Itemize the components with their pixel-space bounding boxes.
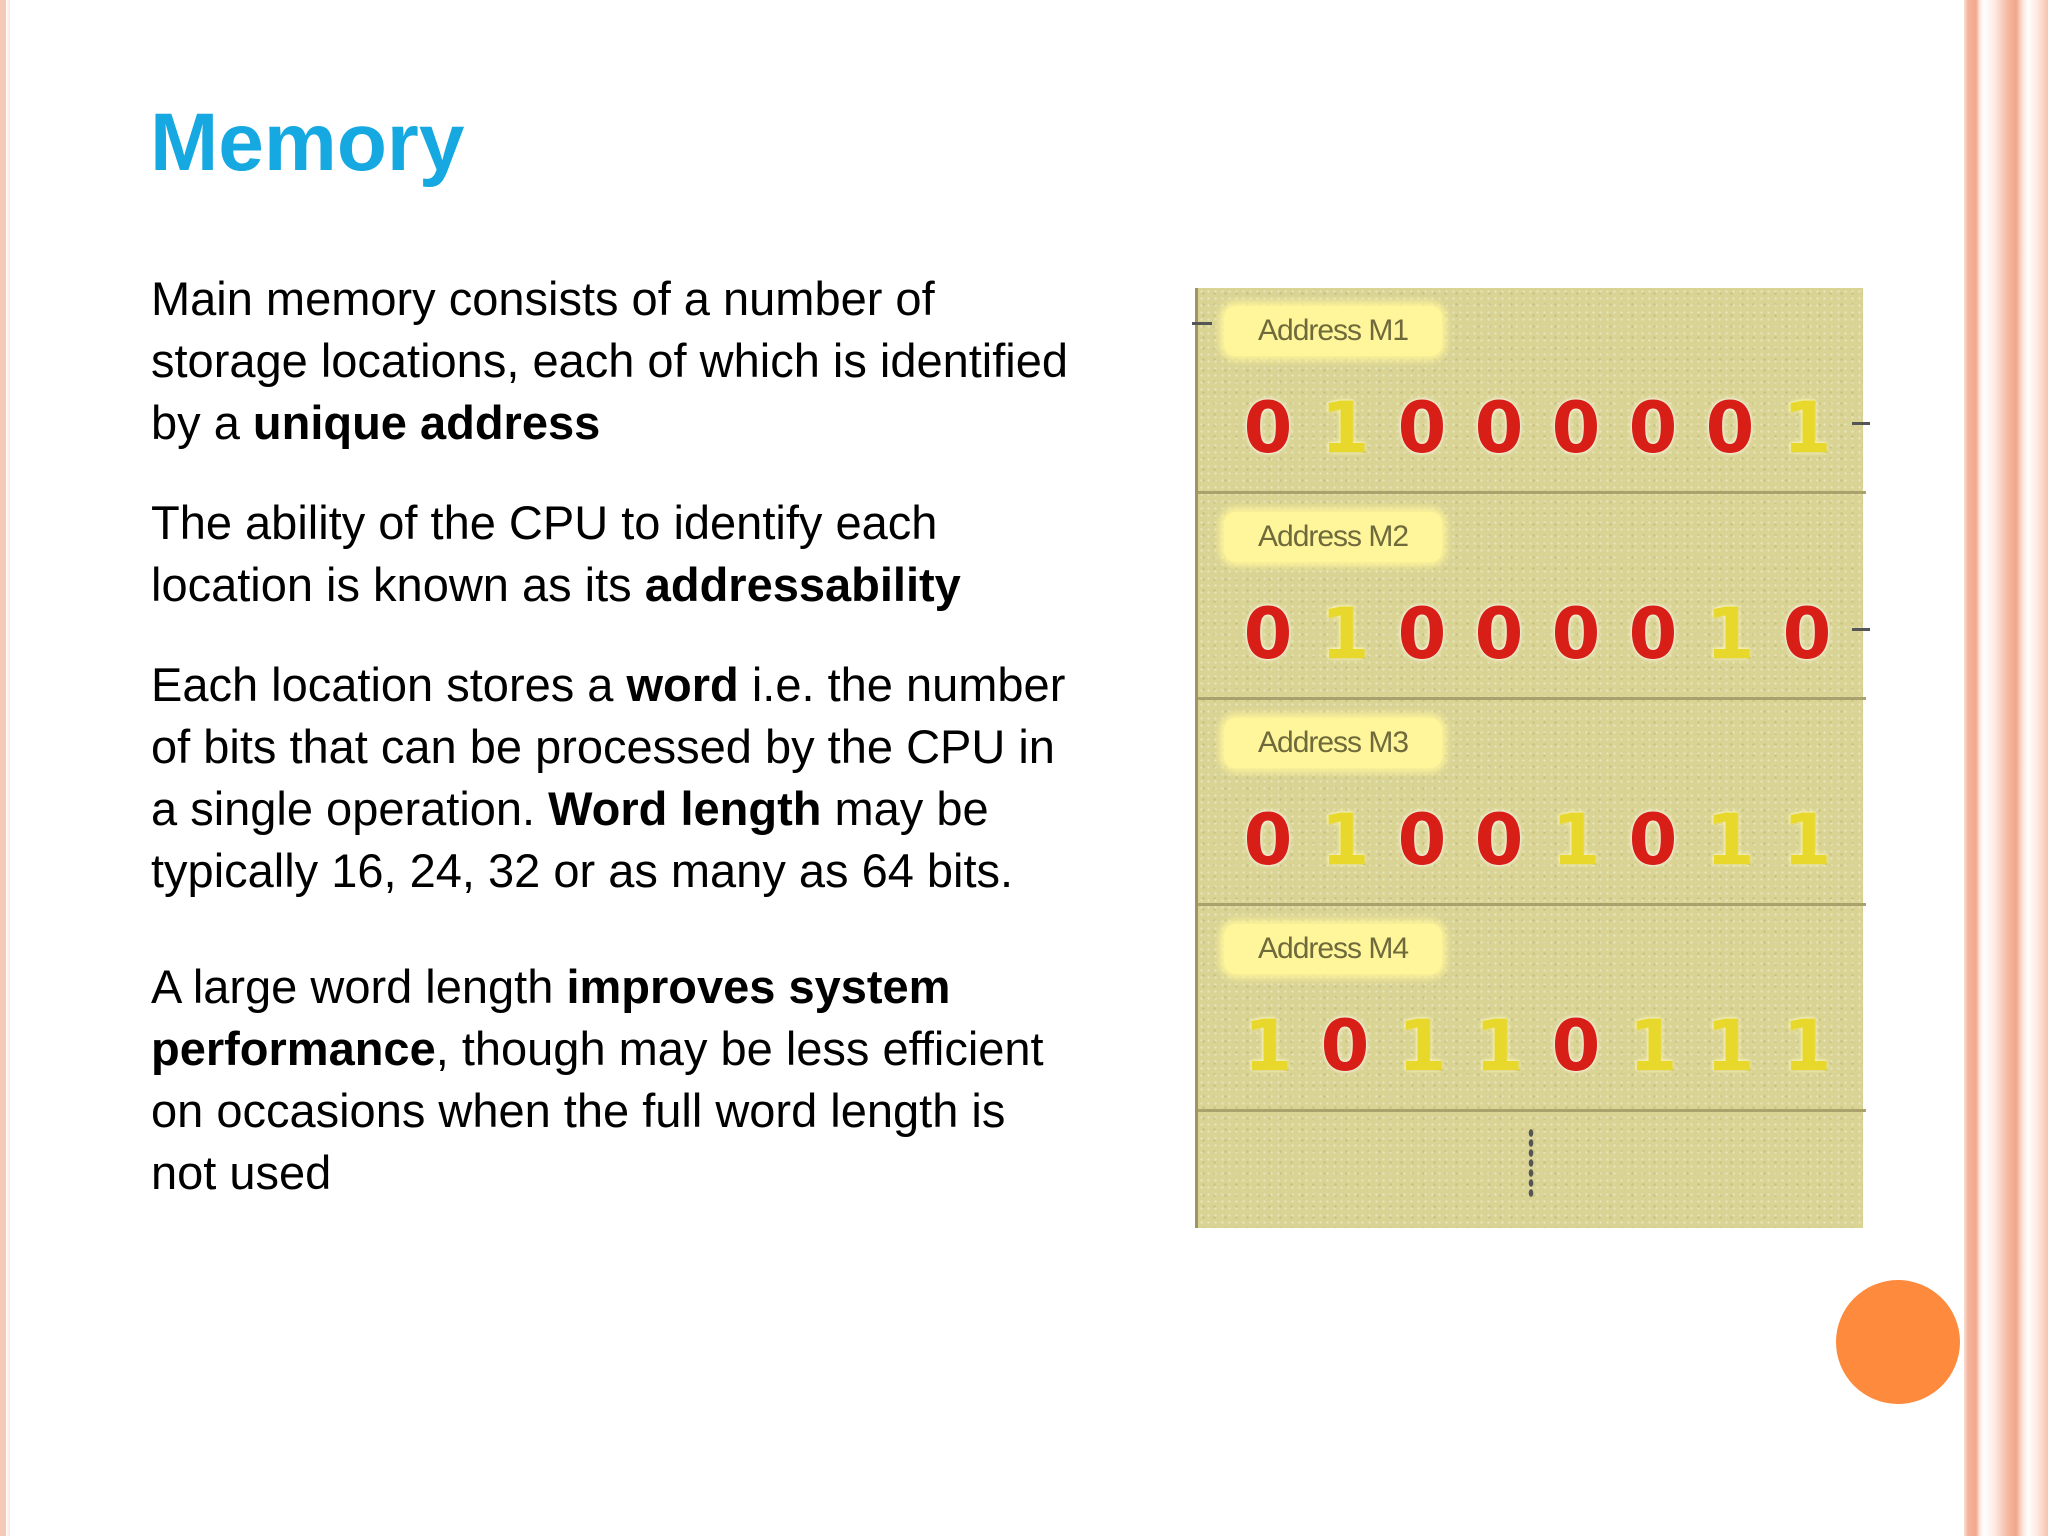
row-tick (1192, 322, 1212, 325)
paragraph-2: The ability of the CPU to identify each … (151, 492, 1081, 616)
bit-digit: 0 (1474, 593, 1524, 675)
row-connector (1852, 628, 1870, 631)
bit-digit: 0 (1243, 593, 1293, 675)
bit-digit: 0 (1320, 1005, 1370, 1087)
paragraph-4-text-b: , though may be less efficient on occasi… (151, 1022, 1044, 1199)
slide: Memory Main memory consists of a number … (10, 0, 1964, 1536)
bit-digit: 1 (1628, 1005, 1678, 1087)
bit-digit: 0 (1628, 593, 1678, 675)
slide-title: Memory (150, 97, 465, 188)
paragraph-2-bold-addressability: addressability (644, 558, 961, 611)
bit-digit: 1 (1320, 799, 1370, 881)
bit-digit: 0 (1397, 799, 1447, 881)
bit-digit: 0 (1474, 387, 1524, 469)
bit-digit: 1 (1782, 799, 1832, 881)
paragraph-3-text-c: may be typically 16, 24, 32 or as many a… (151, 782, 1014, 897)
paragraph-4-bold-improves-performance: improves system performance (151, 960, 951, 1075)
bit-digit: 0 (1551, 387, 1601, 469)
bit-digit: 0 (1705, 387, 1755, 469)
bit-digit: 0 (1551, 1005, 1601, 1087)
bit-digit: 1 (1551, 799, 1601, 881)
paragraph-1-bold-unique-address: unique address (252, 396, 601, 449)
paragraph-1-text: Main memory consists of a number of stor… (151, 272, 1069, 449)
paragraph-1: Main memory consists of a number of stor… (151, 268, 1081, 454)
address-label-m3: Address M3 (1224, 718, 1443, 768)
bit-digit: 1 (1705, 593, 1755, 675)
orange-accent-dot (1836, 1280, 1960, 1404)
left-border (0, 0, 10, 1536)
paragraph-4: A large word length improves system perf… (151, 956, 1081, 1204)
bit-digit: 1 (1320, 387, 1370, 469)
bit-digit: 0 (1243, 799, 1293, 881)
bit-digit: 1 (1705, 1005, 1755, 1087)
bit-digit: 0 (1397, 593, 1447, 675)
paragraph-3-text-a: Each location stores a (151, 658, 627, 711)
address-label-m4: Address M4 (1224, 924, 1443, 974)
bit-digit: 1 (1320, 593, 1370, 675)
paragraph-3-text-b: i.e. the number of bits that can be proc… (151, 658, 1066, 835)
bit-digit: 0 (1243, 387, 1293, 469)
address-label-m2: Address M2 (1224, 512, 1443, 562)
bit-digit: 0 (1782, 593, 1832, 675)
row-connector (1852, 422, 1870, 425)
bit-digit: 0 (1628, 387, 1678, 469)
bit-digit: 0 (1397, 387, 1447, 469)
right-border-stripes (1964, 0, 2048, 1536)
slide-body: Main memory consists of a number of stor… (151, 268, 1081, 1204)
paragraph-2-text: The ability of the CPU to identify each … (151, 496, 938, 611)
bit-digit: 1 (1705, 799, 1755, 881)
bit-digit: 1 (1397, 1005, 1447, 1087)
continuation-dots (1528, 1128, 1534, 1198)
bit-digit: 1 (1782, 387, 1832, 469)
bit-digit: 0 (1551, 593, 1601, 675)
bit-digit: 1 (1243, 1005, 1293, 1087)
paragraph-3-bold-word: word (626, 658, 739, 711)
paragraph-3-bold-word-length: Word length (548, 782, 822, 835)
address-label-m1: Address M1 (1224, 306, 1443, 356)
bit-digit: 1 (1474, 1005, 1524, 1087)
paragraph-4-text-a: A large word length (151, 960, 567, 1013)
bit-digit: 0 (1628, 799, 1678, 881)
bit-digit: 0 (1474, 799, 1524, 881)
bit-digit: 1 (1782, 1005, 1832, 1087)
paragraph-3: Each location stores a word i.e. the num… (151, 654, 1081, 902)
